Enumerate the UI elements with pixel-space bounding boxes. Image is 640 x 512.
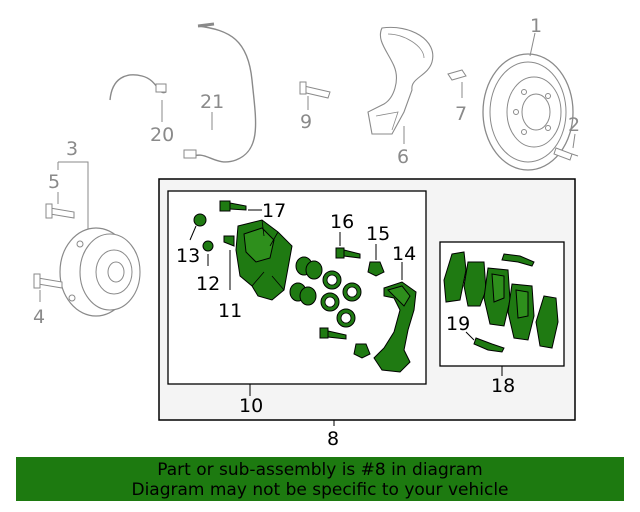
- callout-8: 8: [327, 428, 339, 450]
- piston-lower-b[interactable]: [299, 286, 317, 306]
- callout-15: 15: [366, 223, 390, 245]
- callout-7: 7: [455, 103, 467, 125]
- dust-shield[interactable]: [367, 26, 434, 135]
- caliper-body[interactable]: [235, 219, 293, 301]
- callout-16: 16: [330, 211, 354, 233]
- seal-right-lower[interactable]: [336, 308, 356, 328]
- callout-18: 18: [491, 375, 515, 397]
- callout-13: 13: [176, 245, 200, 267]
- callout-12: 12: [196, 273, 220, 295]
- bleeder-bolt-17[interactable]: [219, 200, 247, 212]
- notice-line-2: Diagram may not be specific to your vehi…: [131, 480, 509, 500]
- pad-left[interactable]: [463, 261, 487, 307]
- callout-1: 1: [530, 15, 542, 37]
- boot-15-lower[interactable]: [353, 343, 371, 359]
- wheel-hub-bearing[interactable]: [59, 227, 141, 317]
- wear-indicator-19[interactable]: [473, 337, 505, 353]
- rotor-screw[interactable]: [553, 147, 579, 161]
- callout-19: 19: [446, 313, 470, 335]
- hub-bolt-4[interactable]: [33, 273, 63, 289]
- pad-shim-left[interactable]: [443, 251, 467, 303]
- notice-line-1: Part or sub-assembly is #8 in diagram: [157, 460, 483, 480]
- callout-6: 6: [397, 146, 409, 168]
- callout-2: 2: [568, 114, 580, 136]
- guide-pin-16-upper[interactable]: [335, 247, 361, 259]
- sensor-wire[interactable]: [109, 74, 167, 101]
- bolt-9[interactable]: [299, 81, 331, 99]
- seal-mid[interactable]: [320, 292, 340, 312]
- pad-shim-right[interactable]: [535, 295, 559, 349]
- pad-right[interactable]: [507, 283, 535, 341]
- notice-banner: Part or sub-assembly is #8 in diagram Di…: [16, 457, 624, 501]
- clip-11[interactable]: [223, 235, 235, 247]
- caliper-bracket-14[interactable]: [373, 281, 417, 373]
- callout-14: 14: [392, 243, 416, 265]
- brake-rotor[interactable]: [482, 53, 574, 171]
- shield-bolt[interactable]: [447, 69, 467, 81]
- callout-10: 10: [239, 395, 263, 417]
- anti-rattle-clip-top[interactable]: [501, 253, 535, 267]
- callout-11: 11: [218, 300, 242, 322]
- callout-21: 21: [200, 91, 224, 113]
- piston-upper-b[interactable]: [305, 260, 323, 280]
- wheel-speed-sensor[interactable]: [183, 22, 257, 163]
- callout-9: 9: [300, 111, 312, 133]
- callout-20: 20: [150, 124, 174, 146]
- callout-4: 4: [33, 306, 45, 328]
- seal-upper[interactable]: [322, 270, 342, 290]
- pad-center[interactable]: [483, 267, 511, 327]
- hub-bolt-5[interactable]: [45, 203, 75, 219]
- callout-5: 5: [48, 171, 60, 193]
- bushing-12[interactable]: [202, 240, 214, 252]
- callout-17: 17: [262, 200, 286, 222]
- guide-pin-16-lower[interactable]: [319, 327, 347, 340]
- callout-3: 3: [66, 138, 78, 160]
- boot-15-upper[interactable]: [367, 261, 385, 277]
- cap-13[interactable]: [193, 213, 207, 227]
- seal-right-upper[interactable]: [342, 282, 362, 302]
